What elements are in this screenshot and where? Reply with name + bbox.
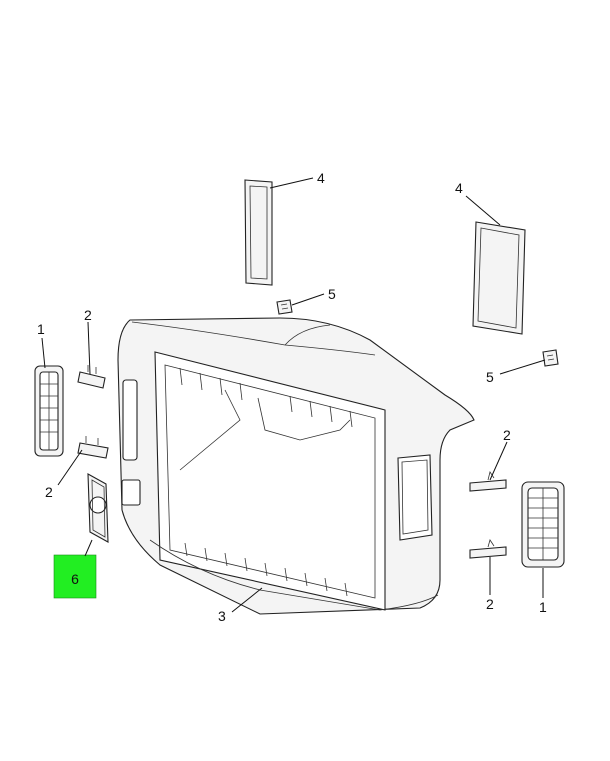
callout-5-right: 5 bbox=[486, 369, 494, 385]
clip-top bbox=[276, 299, 293, 315]
bracket-upper-left bbox=[77, 365, 106, 389]
callout-2-lower-right: 2 bbox=[486, 596, 494, 612]
callout-labels: 4 4 5 5 1 1 2 2 2 2 3 bbox=[37, 170, 547, 624]
callout-2-upper-right: 2 bbox=[503, 427, 511, 443]
callout-4-right: 4 bbox=[455, 180, 463, 196]
callout-4-left: 4 bbox=[317, 170, 325, 186]
bracket-lower-right bbox=[469, 539, 507, 559]
seal-left bbox=[244, 179, 273, 286]
callout-1-left: 1 bbox=[37, 321, 45, 337]
speaker-grille-cover bbox=[87, 473, 109, 543]
vent-right bbox=[521, 481, 565, 568]
callout-2-upper-left: 2 bbox=[84, 307, 92, 323]
callout-2-lower-left: 2 bbox=[45, 484, 53, 500]
callout-3-bottom: 3 bbox=[218, 608, 226, 624]
seal-right bbox=[472, 221, 526, 335]
callout-5-top: 5 bbox=[328, 286, 336, 302]
clip-right bbox=[542, 349, 559, 367]
vent-left bbox=[34, 365, 64, 457]
instrument-panel-bezel bbox=[117, 317, 475, 615]
bracket-upper-right bbox=[469, 471, 507, 492]
callout-1-right: 1 bbox=[539, 599, 547, 615]
callout-6-label: 6 bbox=[71, 571, 79, 587]
leader-lines bbox=[41, 177, 546, 613]
bracket-lower-left bbox=[77, 436, 109, 459]
highlight-callout-6[interactable]: 6 bbox=[53, 554, 97, 599]
